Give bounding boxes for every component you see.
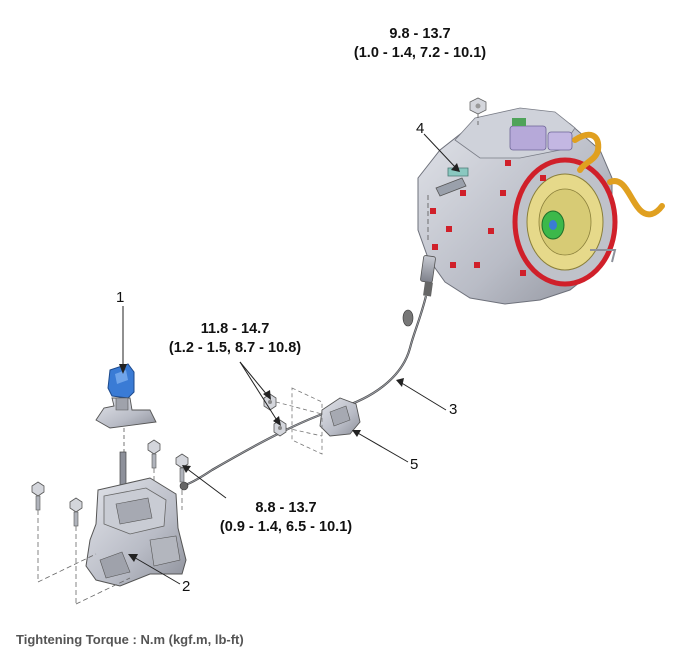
callout-5: 5 [410,456,419,473]
torque-converted: (1.0 - 1.4, 7.2 - 10.1) [353,45,487,61]
callout-2: 2 [182,578,191,595]
shift-knob [95,363,157,429]
shifter-bolt-icon [147,439,161,469]
callout-leaders [122,133,457,585]
arrowheads [119,163,460,562]
seal-markings [430,160,546,276]
torque-converted: (0.9 - 1.4, 6.5 - 10.1) [219,519,353,535]
torque-nm: 11.8 - 14.7 [200,321,270,337]
torque-label-shifter-bolts: 8.8 - 13.7 (0.9 - 1.4, 6.5 - 10.1) [196,499,376,537]
shifter-bolt-icon [175,453,189,483]
torque-label-bracket-nuts: 11.8 - 14.7 (1.2 - 1.5, 8.7 - 10.8) [140,320,330,358]
shift-lever-assembly [85,451,189,587]
bracket-nut-icon [273,419,287,437]
torque-label-transaxle-bolt: 9.8 - 13.7 (1.0 - 1.4, 7.2 - 10.1) [330,25,510,63]
cable-bracket [291,387,361,455]
torque-nm: 8.8 - 13.7 [255,500,317,516]
transaxle-assembly [417,97,665,305]
shift-cable [181,255,436,488]
callout-4: 4 [416,120,425,137]
callout-3: 3 [449,401,458,418]
callout-1: 1 [116,289,125,306]
torque-units-caption: Tightening Torque : N.m (kgf.m, lb-ft) [16,632,244,647]
shifter-bolt-icon [31,481,45,511]
shifter-bolt-icon [69,497,83,527]
torque-nm: 9.8 - 13.7 [389,26,451,42]
transaxle-bolt-icon [469,97,487,115]
bolt-leaders [37,468,183,605]
torque-converted: (1.2 - 1.5, 8.7 - 10.8) [168,340,302,356]
